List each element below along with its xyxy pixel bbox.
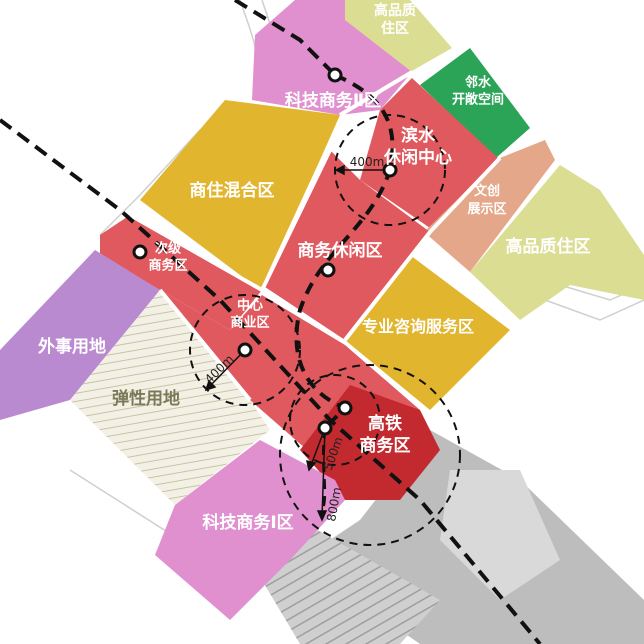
label-high-quality-residential-top: 高品质住区 [374,2,416,37]
label-radius-400m-top: 400m [350,155,385,169]
label-foreign-affairs: 外事用地 [38,336,106,357]
circle-400m-central [189,294,301,406]
circle-500m-hsr [289,374,381,466]
station-business-leisure [320,262,336,278]
zone-flexible-land [70,290,270,505]
stations [132,67,398,436]
transit-route-branch [318,427,327,516]
zone-linshui-open-space [420,48,530,158]
zone-commercial-residential [140,100,340,290]
zone-cultural-exhibition [424,140,555,272]
label-central-business: 中心商业区 [230,298,269,331]
zone-business-leisure [262,150,430,340]
station-secondary [132,244,148,260]
label-flexible-land: 弹性用地 [112,388,180,409]
zone-waterfront-leisure [360,78,498,228]
zone-tech-business-1 [155,440,345,620]
label-hsr-business: 高铁商务区 [360,413,411,456]
label-secondary-business: 次级商务区 [148,241,187,274]
rail-line [0,118,542,644]
label-radius-800m: 800m [324,486,344,522]
station-top [327,67,343,83]
station-waterfront [382,162,398,178]
station-hsr-1 [337,400,353,416]
label-waterfront-leisure: 滨水休闲中心 [383,125,452,168]
label-tech-business-2: 科技商务Ⅱ区 [285,90,381,111]
rail-line-top [233,0,337,77]
zone-foreign-affairs [0,250,160,420]
label-high-quality-residential-right: 高品质住区 [506,236,591,257]
station-central [237,342,253,358]
label-tech-business-1: 科技商务Ⅰ区 [202,512,293,533]
circle-800m-hsr [279,364,461,546]
station-hsr-2 [317,420,333,436]
zone-high-quality-residential-top [345,0,452,72]
zone-hsr-business [300,385,440,500]
label-cultural-exhibition: 文创展示区 [467,183,506,217]
radius-circles [189,114,461,546]
label-professional-consulting: 专业咨询服务区 [362,317,474,336]
label-business-leisure: 商务休闲区 [298,240,383,261]
label-linshui-open-space: 邻水开敞空间 [452,75,504,108]
rail-station-area [250,430,644,644]
zone-professional-consulting [345,255,510,410]
zone-high-quality-residential-right [470,165,644,320]
road-network [129,70,502,402]
zone-tech-business-2 [252,0,412,115]
label-commercial-residential: 商住混合区 [190,180,275,201]
zone-labels: 高品质住区 邻水开敞空间 科技商务Ⅱ区 滨水休闲中心 商住混合区 文创展示区 高… [38,2,591,533]
